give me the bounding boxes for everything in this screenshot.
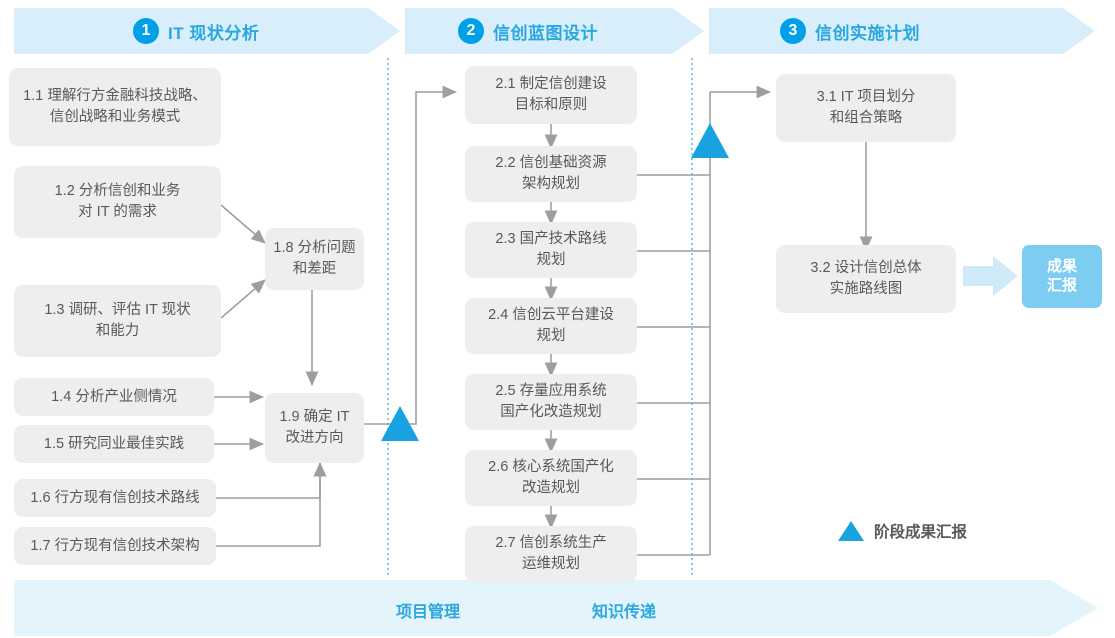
- node-2-1[interactable]: 2.1 制定信创建设 目标和原则: [465, 66, 637, 124]
- milestone-triangle-phase1: [381, 406, 419, 441]
- phase-header-2[interactable]: 2 信创蓝图设计: [458, 14, 598, 48]
- node-2-4[interactable]: 2.4 信创云平台建设 规划: [465, 298, 637, 354]
- node-1-1[interactable]: 1.1 理解行方金融科技战略、 信创战略和业务模式: [9, 68, 221, 146]
- phase-number-2: 2: [458, 18, 484, 44]
- phase-title-2: 信创蓝图设计: [493, 23, 598, 43]
- node-1-9[interactable]: 1.9 确定 IT 改进方向: [265, 393, 364, 463]
- result-arrow: [963, 256, 1018, 296]
- phase-number-1: 1: [133, 18, 159, 44]
- node-1-8[interactable]: 1.8 分析问题 和差距: [265, 228, 364, 290]
- phase-number-3: 3: [780, 18, 806, 44]
- band-label-project-management: 项目管理: [396, 604, 461, 621]
- node-1-5[interactable]: 1.5 研究同业最佳实践: [14, 425, 214, 463]
- node-2-2[interactable]: 2.2 信创基础资源 架构规划: [465, 146, 637, 202]
- triangle-icon: [838, 521, 864, 541]
- band-label-knowledge-transfer: 知识传递: [592, 604, 657, 621]
- node-2-5[interactable]: 2.5 存量应用系统 国产化改造规划: [465, 374, 637, 430]
- node-3-1[interactable]: 3.1 IT 项目划分 和组合策略: [776, 74, 956, 142]
- node-1-2[interactable]: 1.2 分析信创和业务 对 IT 的需求: [14, 166, 221, 238]
- node-2-7[interactable]: 2.7 信创系统生产 运维规划: [465, 526, 637, 582]
- phase-title-3: 信创实施计划: [815, 23, 920, 43]
- phase-header-1[interactable]: 1 IT 现状分析: [133, 14, 259, 48]
- edge-1-6-to-1-9: [216, 462, 327, 499]
- node-3-2[interactable]: 3.2 设计信创总体 实施路线图: [776, 245, 956, 313]
- phase-title-1: IT 现状分析: [168, 23, 260, 43]
- phase-header-3[interactable]: 3 信创实施计划: [780, 14, 920, 48]
- edge-1-3-to-1-8: [220, 279, 266, 319]
- node-2-3[interactable]: 2.3 国产技术路线 规划: [465, 222, 637, 278]
- legend-label: 阶段成果汇报: [874, 524, 968, 541]
- node-1-4[interactable]: 1.4 分析产业侧情况: [14, 378, 214, 416]
- bottom-band: [14, 580, 1098, 636]
- milestone-triangle-phase2: [691, 123, 729, 158]
- edge-1-2-to-1-8: [220, 204, 266, 244]
- legend-milestone: 阶段成果汇报: [838, 520, 967, 542]
- node-1-7[interactable]: 1.7 行方现有信创技术架构: [14, 527, 216, 565]
- edge-1-7-to-1-9: [216, 462, 327, 547]
- node-2-6[interactable]: 2.6 核心系统国产化 改造规划: [465, 450, 637, 506]
- result-report-chip[interactable]: 成果 汇报: [1022, 245, 1102, 308]
- node-1-3[interactable]: 1.3 调研、评估 IT 现状 和能力: [14, 285, 221, 357]
- node-1-6[interactable]: 1.6 行方现有信创技术路线: [14, 479, 216, 517]
- edge-1-9-to-2-1: [364, 85, 457, 425]
